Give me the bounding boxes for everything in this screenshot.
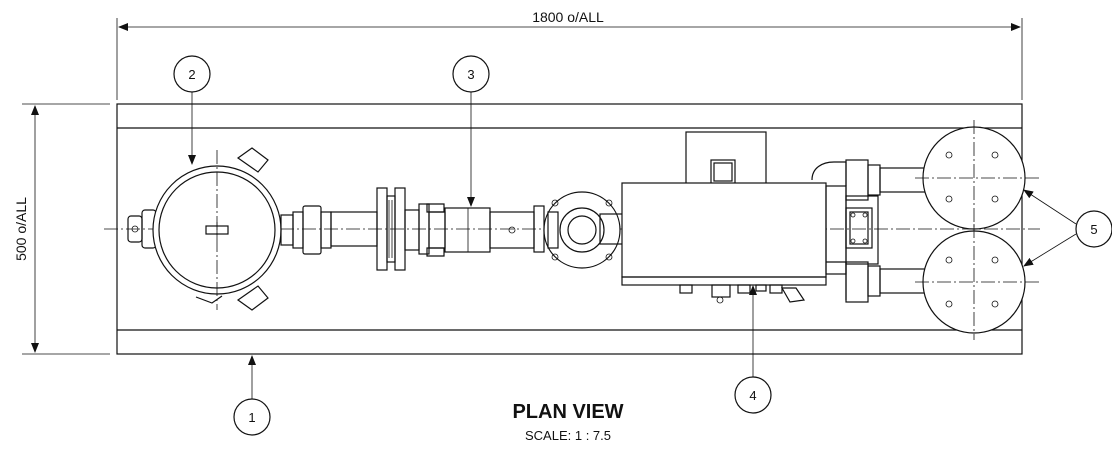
- height-dimension-label: 500 o/ALL: [13, 197, 29, 261]
- width-dimension-label: 1800 o/ALL: [532, 9, 604, 25]
- svg-text:4: 4: [749, 388, 756, 403]
- outlet-pipework: [867, 164, 927, 297]
- view-scale: SCALE: 1 : 7.5: [525, 428, 611, 443]
- discharge-flange: [543, 191, 625, 269]
- balloon-3: 3: [452, 55, 490, 207]
- pump-assembly: [418, 203, 545, 257]
- width-dimension: 1800 o/ALL: [116, 9, 1023, 100]
- suction-pipework: [292, 187, 420, 271]
- height-dimension: 500 o/ALL: [13, 103, 110, 355]
- balloon-1: 1: [233, 355, 271, 436]
- svg-text:3: 3: [467, 67, 474, 82]
- balloon-4: 4: [734, 285, 772, 414]
- filter-vessel-upper: [915, 120, 1040, 236]
- motor: [811, 159, 879, 303]
- svg-text:2: 2: [188, 67, 195, 82]
- view-title: PLAN VIEW: [512, 401, 623, 423]
- basket-strainer: [127, 147, 294, 311]
- balloon-5: 5: [1023, 189, 1112, 267]
- balloon-2: 2: [173, 55, 211, 165]
- filter-vessel-lower: [915, 224, 1040, 340]
- svg-text:5: 5: [1090, 222, 1097, 237]
- svg-text:1: 1: [248, 410, 255, 425]
- vessel: [621, 131, 827, 304]
